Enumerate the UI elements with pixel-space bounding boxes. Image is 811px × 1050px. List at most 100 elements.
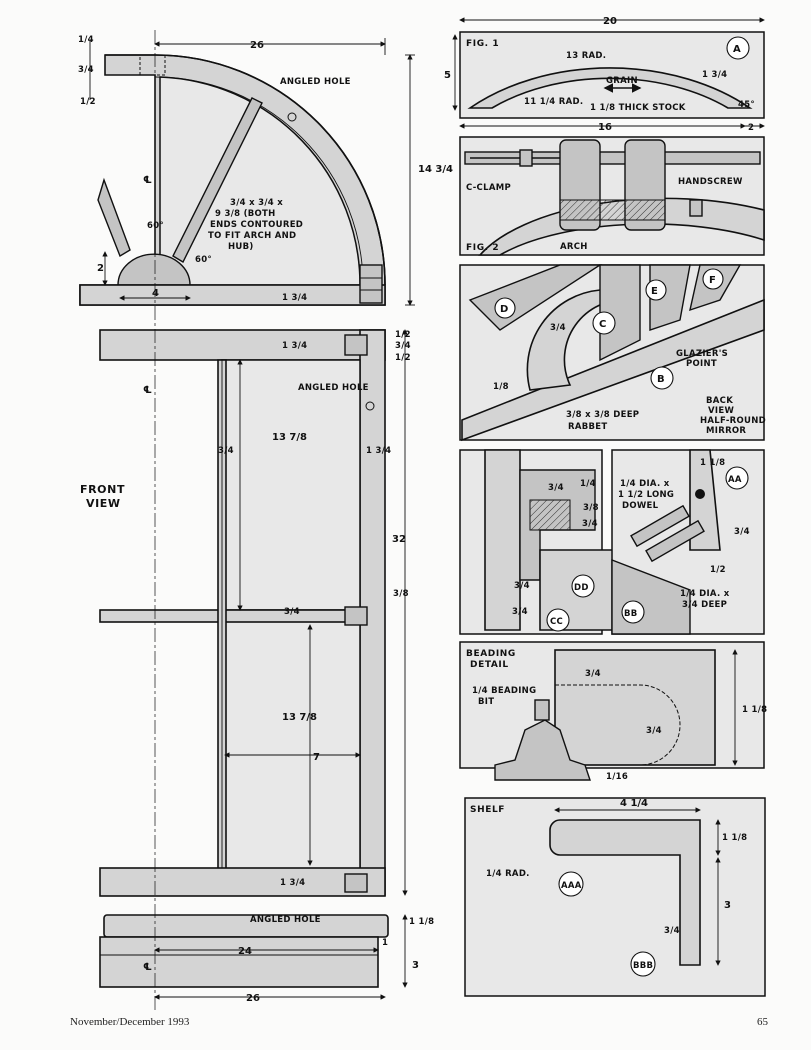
spoke-note: TO FIT ARCH AND — [208, 231, 296, 241]
beading-title: BEADING — [466, 649, 516, 659]
dim-label: 26 — [250, 40, 264, 51]
fig2-label: C-CLAMP — [466, 183, 511, 193]
dim-label: 1 1/8 — [722, 833, 747, 843]
dim-label: 16 — [598, 122, 612, 133]
front-view-frame — [99, 329, 389, 988]
shelf-label: 1/4 RAD. — [486, 869, 530, 879]
dim-label: 20 — [603, 16, 617, 27]
dim-label: 1 3/4 — [280, 878, 305, 888]
beading-title-2: DETAIL — [470, 660, 509, 670]
dim-label: 3/4 — [218, 446, 234, 456]
fig1-label: 13 RAD. — [566, 51, 606, 61]
fig1-panel — [452, 17, 765, 129]
spoke-note: ENDS CONTOURED — [210, 220, 303, 230]
dim-label: 13 7/8 — [282, 712, 317, 723]
spoke-note: 9 3/8 (BOTH — [215, 209, 276, 219]
dim-label: 1 3/4 — [366, 446, 391, 456]
dim-label: 13 7/8 — [272, 432, 307, 443]
dowel-label: DOWEL — [622, 501, 659, 511]
dim-label: 4 1/4 — [620, 798, 648, 809]
issue-date: November/December 1993 — [70, 1016, 190, 1028]
beading-label: BIT — [478, 697, 494, 707]
dim-label: 1/2 — [395, 353, 411, 363]
dim-label: 1 3/4 — [702, 70, 727, 80]
shelf-title: SHELF — [470, 805, 505, 815]
back-label: 3/8 x 3/8 DEEP — [566, 410, 639, 420]
hole-label: 3/4 DEEP — [682, 600, 727, 610]
dim-label: 3/8 — [393, 589, 409, 599]
callout-f: F — [709, 275, 716, 286]
centerline-mark: ℄ — [143, 175, 152, 186]
fig1-label: 11 1/4 RAD. — [524, 97, 583, 107]
centerline-mark: ℄ — [143, 962, 152, 973]
dim-label: 3/4 — [550, 323, 566, 333]
centerline-mark: ℄ — [143, 385, 152, 396]
dim-label: 26 — [246, 993, 260, 1004]
dim-label: 1/4 — [580, 479, 596, 489]
back-label: MIRROR — [706, 426, 746, 436]
back-label: RABBET — [568, 422, 608, 432]
dowel-label: 1/4 DIA. x — [620, 479, 670, 489]
angled-hole-label: ANGLED HOLE — [250, 915, 321, 925]
angle-label: 60° — [147, 221, 164, 231]
fig2-panel — [459, 136, 765, 256]
callout-bbb: BBB — [633, 961, 653, 971]
dim-label: 45° — [738, 100, 755, 110]
callout-cc: CC — [550, 617, 563, 627]
dim-label: 3/4 — [646, 726, 662, 736]
callout-aa: AA — [728, 475, 742, 485]
front-view-dimensions — [89, 38, 415, 1000]
fig1-title: FIG. 1 — [466, 39, 499, 49]
dim-label: 3/4 — [514, 581, 530, 591]
front-view-title-2: VIEW — [86, 497, 121, 510]
shelf-panel — [464, 797, 766, 997]
dim-label: 1/2 — [395, 330, 411, 340]
dim-label: 2 — [748, 123, 754, 133]
dim-label: 3 — [724, 900, 731, 911]
dim-label: 3/4 — [512, 607, 528, 617]
front-view-arch — [79, 54, 386, 306]
dim-label: 14 3/4 — [418, 164, 453, 175]
back-label: BACK — [706, 396, 733, 406]
dim-label: 3/4 — [395, 341, 411, 351]
angle-label: 60° — [195, 255, 212, 265]
callout-e: E — [651, 286, 658, 297]
back-label: GLAZIER'S — [676, 349, 728, 359]
hole-label: 1/4 DIA. x — [680, 589, 730, 599]
back-label: VIEW — [708, 406, 734, 416]
dim-label: 1/16 — [606, 772, 628, 782]
dim-label: 2 — [97, 263, 104, 274]
dim-label: 1/2 — [710, 565, 726, 575]
dim-label: 3/4 — [582, 519, 598, 529]
dim-label: 3/4 — [78, 65, 94, 75]
dim-label: 3 — [412, 960, 419, 971]
dim-label: 1/4 — [78, 35, 94, 45]
dim-label: 3/4 — [548, 483, 564, 493]
back-label: HALF-ROUND — [700, 416, 766, 426]
dim-label: 5 — [444, 70, 451, 81]
dim-label: 3/4 — [284, 607, 300, 617]
dowel-label: 1 1/2 LONG — [618, 490, 674, 500]
spoke-note: 3/4 x 3/4 x — [230, 198, 283, 208]
arch-spoke — [97, 97, 263, 263]
back-view-panel — [459, 264, 765, 442]
dim-label: 3/4 — [734, 527, 750, 537]
back-label: POINT — [686, 359, 717, 369]
dim-label: 1 3/4 — [282, 293, 307, 303]
arch-hub — [117, 253, 191, 286]
fig1-label: GRAIN — [606, 76, 638, 86]
dim-label: 3/8 — [583, 503, 599, 513]
page-number: 65 — [757, 1016, 768, 1028]
dim-label: 1 1/8 — [742, 705, 767, 715]
dim-label: 24 — [238, 946, 252, 957]
dim-label: 1 1/8 — [700, 458, 725, 468]
dim-label: 32 — [392, 534, 406, 545]
callout-d: D — [500, 304, 508, 315]
callout-a: A — [733, 44, 741, 55]
fig2-label: ARCH — [560, 242, 588, 252]
dim-label: 4 — [152, 288, 159, 299]
dim-label: 7 — [313, 752, 320, 763]
beading-detail-panel — [459, 641, 765, 781]
fig1-label: 1 1/8 THICK STOCK — [590, 103, 686, 113]
